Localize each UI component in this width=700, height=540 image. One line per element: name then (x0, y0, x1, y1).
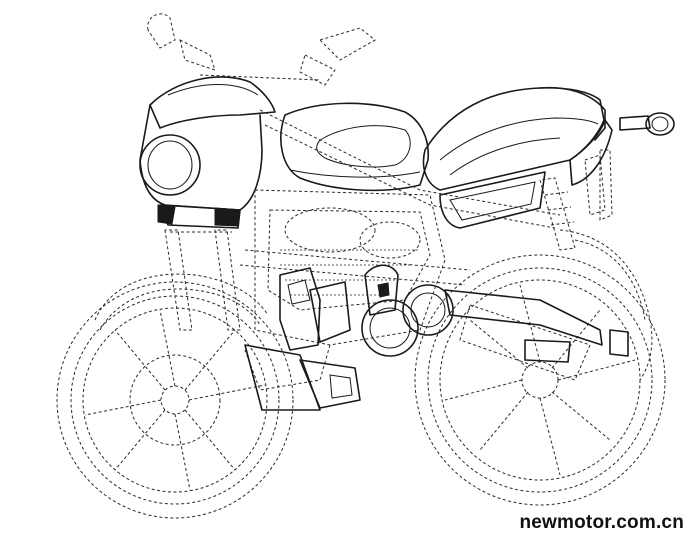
tail-light (619, 112, 675, 136)
front-wheel (56, 281, 294, 519)
frame (239, 109, 561, 286)
engine (244, 189, 446, 391)
rear-wheel (414, 254, 666, 506)
front-fairing (139, 76, 276, 229)
handlebars (147, 13, 376, 86)
watermark-text: newmotor.com.cn (519, 512, 684, 533)
rear-fender (559, 149, 653, 381)
swingarm (444, 289, 629, 381)
front-fender (94, 273, 269, 331)
belly-pan (244, 344, 361, 411)
rear-shock (539, 177, 576, 251)
side-panel (279, 267, 351, 351)
fuel-tank (280, 102, 430, 192)
exhaust (361, 264, 454, 357)
front-fork (164, 229, 241, 331)
tail-section (439, 119, 613, 229)
seat (422, 86, 606, 191)
